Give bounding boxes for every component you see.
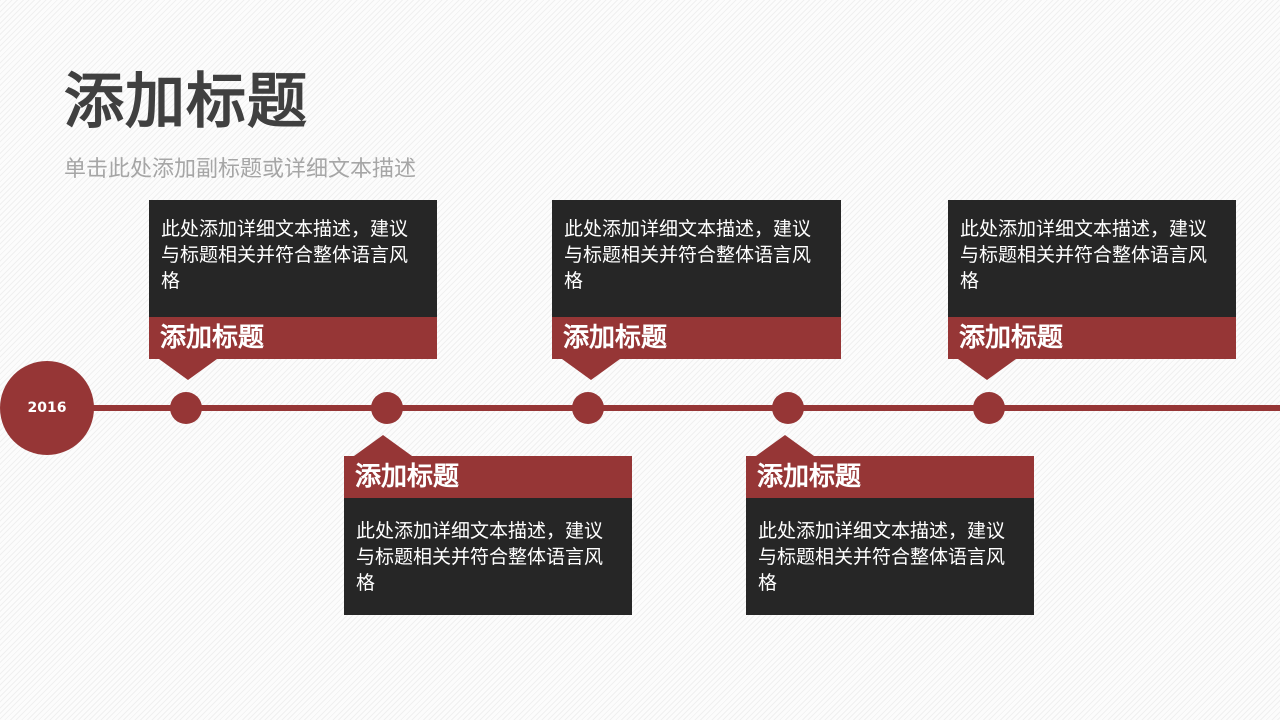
card-description: 此处添加详细文本描述，建议与标题相关并符合整体语言风格 — [746, 498, 1034, 615]
timeline-dot-3 — [572, 392, 604, 424]
year-circle: 2016 — [0, 361, 94, 455]
timeline-dot-4 — [772, 392, 804, 424]
timeline-dot-2 — [371, 392, 403, 424]
timeline-dot-5 — [973, 392, 1005, 424]
card-description: 此处添加详细文本描述，建议与标题相关并符合整体语言风格 — [948, 200, 1236, 317]
card-pointer-down-icon — [562, 359, 620, 380]
timeline-card-5: 此处添加详细文本描述，建议与标题相关并符合整体语言风格 添加标题 — [948, 200, 1236, 359]
card-heading: 添加标题 — [149, 317, 437, 359]
card-heading: 添加标题 — [552, 317, 841, 359]
card-heading: 添加标题 — [948, 317, 1236, 359]
card-pointer-up-icon — [756, 435, 814, 456]
timeline-dot-1 — [170, 392, 202, 424]
year-label: 2016 — [27, 400, 67, 416]
card-heading: 添加标题 — [746, 456, 1034, 498]
timeline-line — [90, 405, 1280, 411]
timeline-card-2: 添加标题 此处添加详细文本描述，建议与标题相关并符合整体语言风格 — [344, 456, 632, 615]
card-pointer-down-icon — [958, 359, 1016, 380]
card-pointer-up-icon — [354, 435, 412, 456]
timeline-card-4: 添加标题 此处添加详细文本描述，建议与标题相关并符合整体语言风格 — [746, 456, 1034, 615]
card-heading: 添加标题 — [344, 456, 632, 498]
timeline-card-1: 此处添加详细文本描述，建议与标题相关并符合整体语言风格 添加标题 — [149, 200, 437, 359]
card-pointer-down-icon — [159, 359, 217, 380]
card-description: 此处添加详细文本描述，建议与标题相关并符合整体语言风格 — [344, 498, 632, 615]
page-subtitle: 单击此处添加副标题或详细文本描述 — [64, 157, 417, 182]
timeline-card-3: 此处添加详细文本描述，建议与标题相关并符合整体语言风格 添加标题 — [552, 200, 841, 359]
card-description: 此处添加详细文本描述，建议与标题相关并符合整体语言风格 — [552, 200, 841, 317]
page-title: 添加标题 — [64, 67, 308, 137]
card-description: 此处添加详细文本描述，建议与标题相关并符合整体语言风格 — [149, 200, 437, 317]
